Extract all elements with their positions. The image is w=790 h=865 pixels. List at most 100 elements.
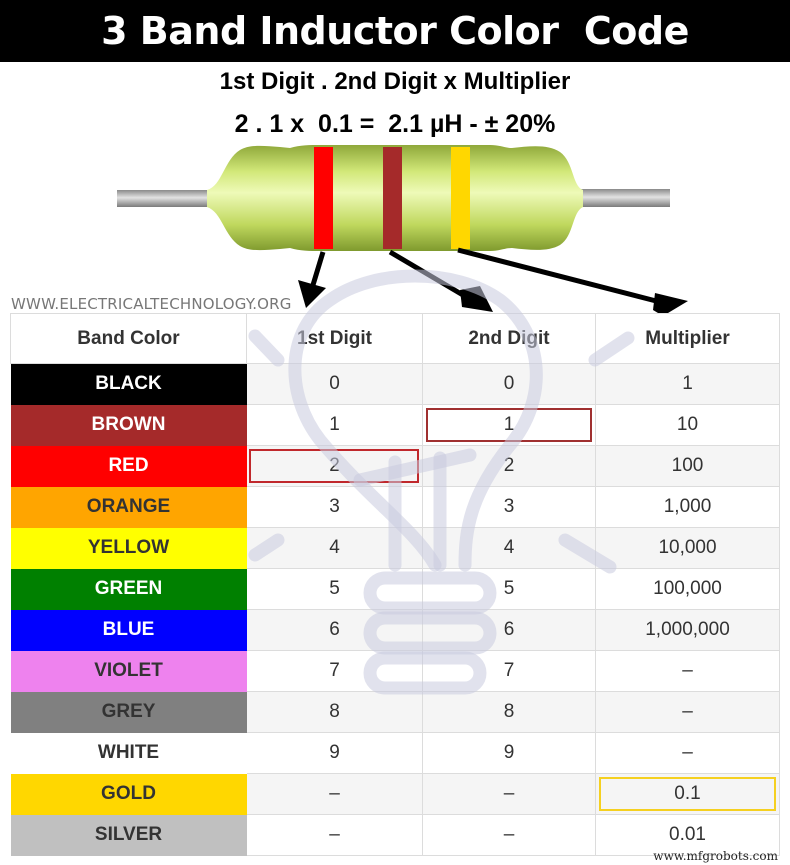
2nd-digit-cell-value: 8 (503, 701, 515, 722)
multiplier-cell-value: 0.1 (674, 783, 701, 804)
1st-digit-cell-value: 9 (329, 742, 340, 763)
1st-digit-cell-value: 6 (329, 619, 340, 640)
multiplier-cell-value: 10,000 (658, 537, 717, 558)
1st-digit-cell-value: 8 (329, 701, 340, 722)
left-lead (117, 190, 217, 207)
1st-digit-cell: 2 (246, 445, 423, 487)
2nd-digit-cell: 2 (422, 445, 596, 487)
header-band-color: Band Color (10, 313, 247, 364)
2nd-digit-cell-value: 4 (503, 537, 515, 558)
1st-digit-cell-value: 3 (329, 496, 340, 517)
arrow-multiplier (457, 247, 661, 305)
1st-digit-cell: 7 (246, 650, 423, 692)
table-row: BLUE 6 6 1,000,000 (10, 609, 780, 651)
table-row: YELLOW 4 4 10,000 (10, 527, 780, 569)
table-header-row: Band Color 1st Digit 2nd Digit Multiplie… (10, 313, 780, 364)
header-1st-digit: 1st Digit (246, 313, 423, 364)
right-lead (572, 189, 670, 207)
1st-digit-cell-value: – (329, 783, 340, 804)
1st-digit-band (314, 147, 333, 249)
table-row: ORANGE 3 3 1,000 (10, 486, 780, 528)
formula-description: 1st Digit . 2nd Digit x Multiplier (219, 68, 571, 95)
2nd-digit-cell-value: – (503, 783, 515, 804)
multiplier-cell: 10 (595, 404, 780, 446)
1st-digit-cell-value: 4 (329, 537, 340, 558)
multiplier-cell: – (595, 691, 780, 733)
table-row: GREY 8 8 – (10, 691, 780, 733)
band-color-cell: BLACK (10, 363, 247, 405)
1st-digit-cell: 1 (246, 404, 423, 446)
multiplier-cell: 0.1 (595, 773, 780, 815)
2nd-digit-cell-value: 5 (503, 578, 515, 599)
1st-digit-cell: 3 (246, 486, 423, 528)
1st-digit-cell: 5 (246, 568, 423, 610)
1st-digit-cell-value: 1 (329, 414, 340, 435)
multiplier-cell: 1,000,000 (595, 609, 780, 651)
2nd-digit-cell-value: – (503, 824, 515, 845)
1st-digit-cell: 4 (246, 527, 423, 569)
2nd-digit-cell: 9 (422, 732, 596, 774)
multiplier-cell: 0.01 (595, 814, 780, 856)
multiplier-cell-value: – (682, 701, 693, 722)
1st-digit-cell-value: 0 (329, 373, 340, 394)
color-code-table: Band Color 1st Digit 2nd Digit Multiplie… (10, 313, 780, 856)
multiplier-cell: 1 (595, 363, 780, 405)
2nd-digit-cell-value: 2 (503, 455, 515, 476)
table-row: WHITE 9 9 – (10, 732, 780, 774)
2nd-digit-cell-value: 3 (503, 496, 515, 517)
1st-digit-cell: 6 (246, 609, 423, 651)
1st-digit-cell-value: 7 (329, 660, 340, 681)
band-color-cell: YELLOW (10, 527, 247, 569)
multiplier-cell-value: 10 (676, 414, 699, 435)
1st-digit-cell-value: 2 (329, 455, 340, 476)
1st-digit-cell: 9 (246, 732, 423, 774)
arrow-2nd-digit (388, 249, 470, 301)
arrow-1st-digit (310, 251, 326, 286)
multiplier-cell: 100 (595, 445, 780, 487)
multiplier-cell-value: – (682, 742, 693, 763)
band-color-cell: RED (10, 445, 247, 487)
multiplier-cell-value: 100,000 (653, 578, 722, 599)
2nd-digit-cell: 5 (422, 568, 596, 610)
multiplier-cell-value: – (682, 660, 693, 681)
2nd-digit-cell-value: 0 (503, 373, 515, 394)
2nd-digit-cell: 4 (422, 527, 596, 569)
multiplier-cell: 100,000 (595, 568, 780, 610)
1st-digit-cell: – (246, 814, 423, 856)
page-title: 3 Band Inductor Color Code (0, 0, 790, 62)
band-color-cell: ORANGE (10, 486, 247, 528)
band-color-cell: WHITE (10, 732, 247, 774)
multiplier-cell-value: 1 (682, 373, 693, 394)
1st-digit-cell: – (246, 773, 423, 815)
1st-digit-cell: 8 (246, 691, 423, 733)
table-row: BROWN 1 1 10 (10, 404, 780, 446)
table-row: GOLD––0.1 (10, 773, 780, 815)
1st-digit-cell-value: 5 (329, 578, 340, 599)
2nd-digit-cell: 6 (422, 609, 596, 651)
2nd-digit-cell-value: 9 (503, 742, 515, 763)
band-color-cell: GREY (10, 691, 247, 733)
header-multiplier: Multiplier (595, 313, 780, 364)
formula-example: 2 . 1 x 0.1 = 2.1 µH - ± 20% (234, 110, 556, 138)
multiplier-cell-value: 100 (671, 455, 704, 476)
band-color-cell: BROWN (10, 404, 247, 446)
multiplier-cell-value: 1,000 (663, 496, 712, 517)
2nd-digit-cell: 1 (422, 404, 596, 446)
multiplier-cell: – (595, 650, 780, 692)
table-row: SILVER––0.01 (10, 814, 780, 856)
footer-watermark: www.mfgrobots.com (653, 849, 778, 863)
multiplier-cell-value: 0.01 (669, 824, 706, 845)
table-row: BLACK 0 0 1 (10, 363, 780, 405)
2nd-digit-cell: 3 (422, 486, 596, 528)
site-watermark-label: WWW.ELECTRICALTECHNOLOGY.ORG (11, 295, 292, 313)
multiplier-cell: 10,000 (595, 527, 780, 569)
multiplier-band (451, 147, 470, 249)
header-2nd-digit: 2nd Digit (422, 313, 596, 364)
2nd-digit-cell: – (422, 773, 596, 815)
band-color-cell: BLUE (10, 609, 247, 651)
2nd-digit-cell: 7 (422, 650, 596, 692)
2nd-digit-cell-value: 6 (503, 619, 515, 640)
multiplier-cell-value: 1,000,000 (645, 619, 730, 640)
